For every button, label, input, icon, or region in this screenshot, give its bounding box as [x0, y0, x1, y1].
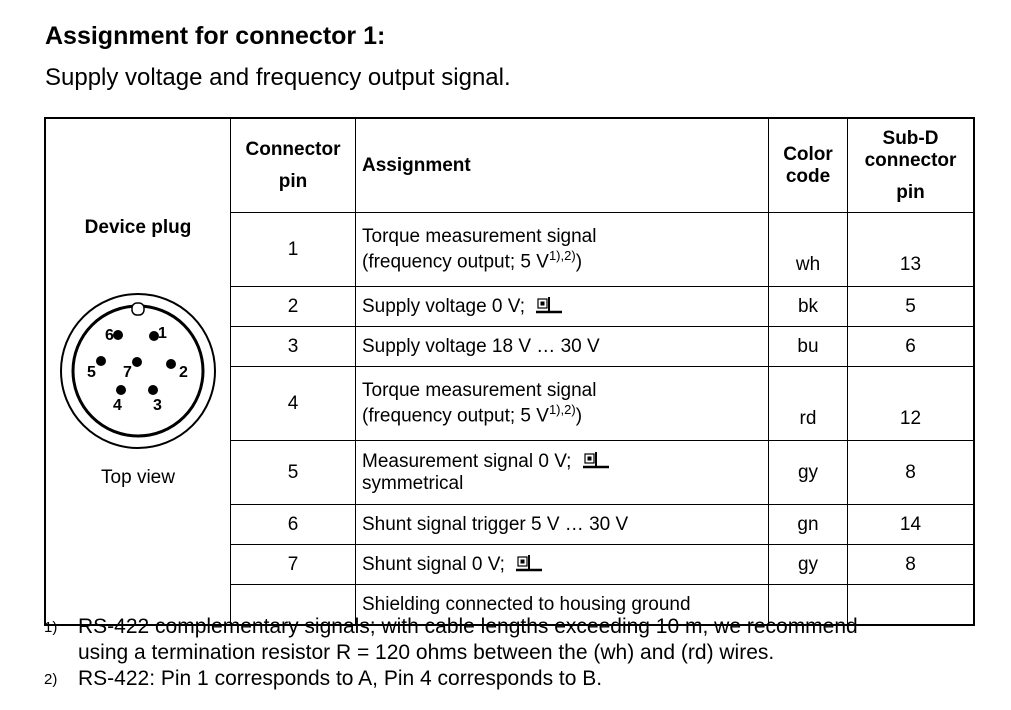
pin-cell: 2: [230, 286, 356, 327]
pin-cell: 6: [230, 504, 356, 545]
color-cell: wh: [768, 212, 848, 287]
color-cell: gy: [768, 544, 848, 585]
assignment-cell: Shunt signal 0 V;: [355, 544, 769, 585]
table-row: 1 Torque measurement signal (frequency o…: [45, 212, 975, 287]
device-plug-label: Device plug: [84, 217, 192, 238]
assignment-table: Device plug 1 2 3 4 5 6 7 Top view: [44, 117, 975, 626]
table-row: 4 Torque measurement signal (frequency o…: [45, 366, 975, 441]
color-cell: bu: [768, 326, 848, 367]
footnote-mark: 2): [44, 671, 58, 688]
footnote-text: RS-422: Pin 1 corresponds to A, Pin 4 co…: [78, 667, 603, 690]
subd-cell: 5: [847, 286, 975, 327]
connector-pinout-diagram: 1 2 3 4 5 6 7: [60, 293, 216, 449]
page-title: Assignment for connector 1:: [45, 22, 386, 50]
table-header-row: Device plug 1 2 3 4 5 6 7 Top view: [44, 117, 975, 626]
assignment-cell: Supply voltage 0 V;: [355, 286, 769, 327]
color-cell: [768, 584, 848, 626]
pin-cell: 4: [230, 366, 356, 441]
pin-label-2: 2: [179, 364, 188, 381]
subd-cell: 12: [847, 366, 975, 441]
assignment-cell: Torque measurement signal (frequency out…: [355, 212, 769, 287]
pin-label-6: 6: [105, 327, 114, 344]
assignment-cell: Supply voltage 18 V … 30 V: [355, 326, 769, 367]
device-plug-cell: Device plug 1 2 3 4 5 6 7 Top view: [44, 117, 231, 626]
pin-cell: 1: [230, 212, 356, 287]
subd-cell: 8: [847, 544, 975, 585]
table-row: 5 Measurement signal 0 V; symmetrical gy…: [45, 440, 975, 505]
subd-cell: 13: [847, 212, 975, 287]
assignment-cell: Shunt signal trigger 5 V … 30 V: [355, 504, 769, 545]
table-row: Shielding connected to housing ground: [45, 584, 975, 626]
subd-cell: [847, 584, 975, 626]
pin-label-3: 3: [153, 397, 162, 414]
pin-label-4: 4: [113, 397, 122, 414]
subd-cell: 14: [847, 504, 975, 545]
table-row: 7 Shunt signal 0 V; gy 8: [45, 544, 975, 585]
pin-cell: [230, 584, 356, 626]
footnotes: 1) RS-422 complementary signals; with ca…: [44, 614, 858, 693]
footnote-2: 2) RS-422: Pin 1 corresponds to A, Pin 4…: [44, 666, 858, 693]
ground-symbol-icon: [536, 297, 563, 314]
assignment-cell: Torque measurement signal (frequency out…: [355, 366, 769, 441]
table-row: 6 Shunt signal trigger 5 V … 30 V gn 14: [45, 504, 975, 545]
pin-label-5: 5: [87, 364, 96, 381]
table-row: 3 Supply voltage 18 V … 30 V bu 6: [45, 326, 975, 367]
top-view-caption: Top view: [101, 467, 175, 488]
footnote-1: 1) RS-422 complementary signals; with ca…: [44, 614, 858, 666]
pin-cell: 5: [230, 440, 356, 505]
color-cell: bk: [768, 286, 848, 327]
page-subtitle: Supply voltage and frequency output sign…: [45, 64, 511, 91]
ground-symbol-icon: [516, 555, 543, 572]
pin-cell: 7: [230, 544, 356, 585]
assignment-cell: Shielding connected to housing ground: [355, 584, 769, 626]
color-cell: rd: [768, 366, 848, 441]
subd-cell: 6: [847, 326, 975, 367]
subd-cell: 8: [847, 440, 975, 505]
header-color-code: Color code: [768, 117, 848, 213]
header-assignment: Assignment: [355, 117, 769, 213]
pin-cell: 3: [230, 326, 356, 367]
pin-label-7: 7: [123, 364, 132, 381]
ground-symbol-icon: [582, 452, 609, 469]
footnote-text: RS-422 complementary signals; with cable…: [78, 615, 858, 664]
color-cell: gn: [768, 504, 848, 545]
color-cell: gy: [768, 440, 848, 505]
pin-label-1: 1: [158, 325, 167, 342]
footnote-mark: 1): [44, 619, 58, 636]
assignment-cell: Measurement signal 0 V; symmetrical: [355, 440, 769, 505]
